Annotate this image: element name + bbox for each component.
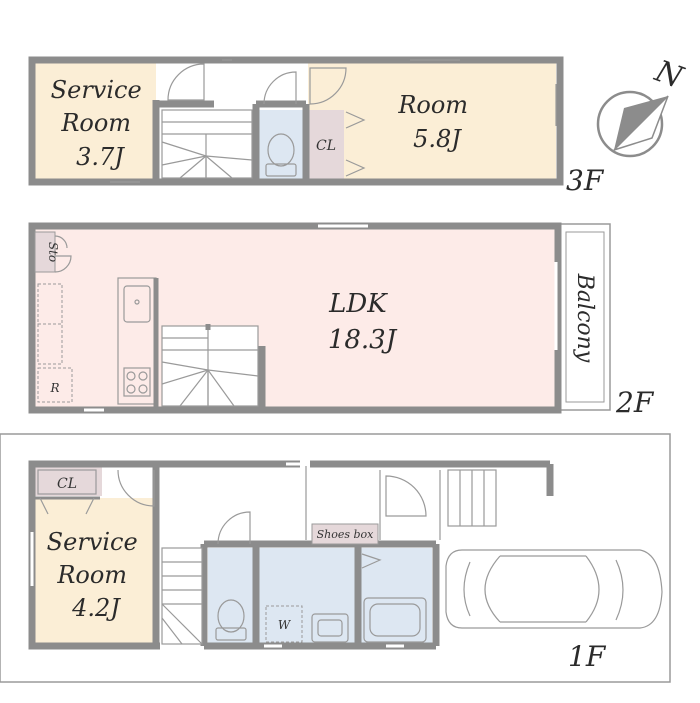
service-room-3f-fill <box>32 62 156 180</box>
lot-boundary <box>0 433 671 683</box>
closet-1f-fill <box>32 466 102 496</box>
svg-text:Room 5.8J: Room 5.8J <box>397 91 475 153</box>
floor-2-label: 2F <box>615 386 655 419</box>
refrigerator-space <box>37 367 73 403</box>
refrigerator-label: R <box>49 381 59 395</box>
floor-3-outer-wall <box>28 56 564 186</box>
kitchen-counter <box>117 277 159 410</box>
parked-car-icon <box>445 549 663 629</box>
staircase-2f <box>161 324 266 410</box>
service-room-1f-size: 4.2J <box>71 594 121 622</box>
washer-space <box>265 605 303 643</box>
bathroom-fill <box>360 548 432 644</box>
svg-text:Service Room 3.7J: Service Room 3.7J <box>51 76 150 171</box>
ldk-fill <box>32 228 556 408</box>
toilet-1f-fill <box>208 548 254 644</box>
service-room-3f-line2: Room <box>60 109 131 137</box>
service-room-1f-fill <box>32 498 154 644</box>
svg-text:Service Room 4.2J: Service Room 4.2J <box>47 528 146 622</box>
entry-steps <box>447 469 497 527</box>
storage-label: Sto <box>46 242 60 262</box>
service-room-1f-line2: Room <box>56 561 127 589</box>
north-arrow-icon: N <box>596 54 689 158</box>
floor-1-label: 1F <box>568 640 607 673</box>
service-room-1f-line1: Service <box>47 528 138 556</box>
closet-3f-label: CL <box>316 138 336 154</box>
shoes-box-label: Shoes box <box>317 528 375 541</box>
floor-3: Service Room 3.7J Room 5.8J CL 3F <box>28 56 605 197</box>
toilet-1f <box>215 599 247 641</box>
balcony-frame <box>559 223 611 411</box>
storage-2f <box>34 231 56 273</box>
floor-2: R Sto LDK 18.3J Balcony 2F <box>28 222 655 419</box>
room-3f-size: 5.8J <box>413 125 462 153</box>
washer-label: W <box>278 618 292 632</box>
balcony-label: Balcony <box>572 273 597 363</box>
room-3f-fill <box>308 62 556 180</box>
compass-north-label: N <box>650 54 689 97</box>
svg-text:LDK 18.3J: LDK 18.3J <box>328 289 398 355</box>
staircase-1f <box>161 547 203 645</box>
ldk-line1: LDK <box>328 289 388 319</box>
service-room-3f-size: 3.7J <box>76 143 125 171</box>
service-room-3f-line1: Service <box>51 76 142 104</box>
shoes-box <box>311 523 379 545</box>
toilet-3f <box>265 133 297 177</box>
ldk-size: 18.3J <box>328 325 398 355</box>
washroom-fill <box>258 548 356 644</box>
toilet-3f-fill <box>258 110 304 180</box>
floor-3-label: 3F <box>566 164 605 197</box>
closet-3f-fill <box>308 110 344 180</box>
staircase-3f <box>161 109 253 179</box>
room-3f-line1: Room <box>397 91 468 119</box>
floor-1: Shoes box W Service Room 4.2J <box>0 433 671 683</box>
bathtub <box>363 597 427 643</box>
closet-1f-label: CL <box>57 476 77 492</box>
floor-2-outer-wall <box>28 222 562 414</box>
